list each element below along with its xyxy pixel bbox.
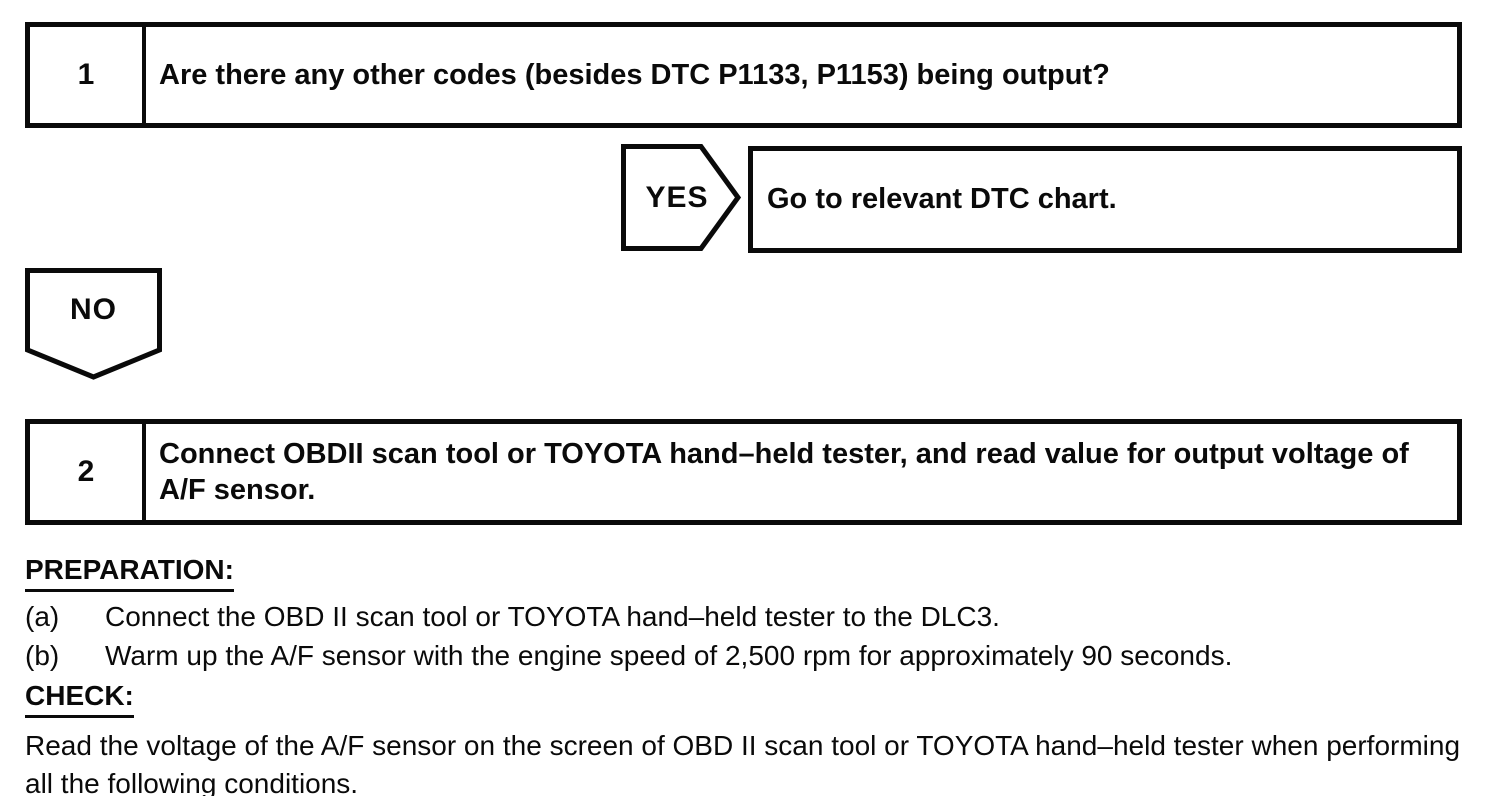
- yes-connector: YES: [621, 144, 741, 251]
- preparation-item-a: (a) Connect the OBD II scan tool or TOYO…: [25, 597, 1481, 636]
- yes-result-text: Go to relevant DTC chart.: [767, 183, 1117, 215]
- step-2-instruction: Connect OBDII scan tool or TOYOTA hand–h…: [159, 438, 1409, 506]
- step-1-box: 1 Are there any other codes (besides DTC…: [25, 22, 1462, 128]
- yes-arrow-icon: [621, 144, 741, 251]
- preparation-item-b-marker: (b): [25, 640, 60, 671]
- yes-result-box: Go to relevant DTC chart.: [748, 146, 1462, 253]
- step-2-number: 2: [30, 424, 146, 520]
- check-heading: CHECK:: [25, 680, 134, 718]
- no-connector: NO: [25, 268, 162, 380]
- preparation-item-b: (b) Warm up the A/F sensor with the engi…: [25, 636, 1481, 675]
- preparation-item-a-marker: (a): [25, 601, 60, 632]
- step-2-box: 2 Connect OBDII scan tool or TOYOTA hand…: [25, 419, 1462, 525]
- no-arrow-icon: [25, 268, 162, 380]
- check-text: Read the voltage of the A/F sensor on th…: [25, 730, 1461, 796]
- step-1-number: 1: [30, 27, 146, 123]
- no-label: NO: [70, 293, 117, 326]
- details-section: PREPARATION: (a) Connect the OBD II scan…: [25, 551, 1481, 796]
- yes-label: YES: [645, 180, 709, 214]
- step-1-question: Are there any other codes (besides DTC P…: [159, 59, 1110, 91]
- preparation-item-a-text: Connect the OBD II scan tool or TOYOTA h…: [105, 601, 1000, 632]
- preparation-item-b-text: Warm up the A/F sensor with the engine s…: [105, 640, 1233, 671]
- preparation-heading: PREPARATION:: [25, 554, 234, 592]
